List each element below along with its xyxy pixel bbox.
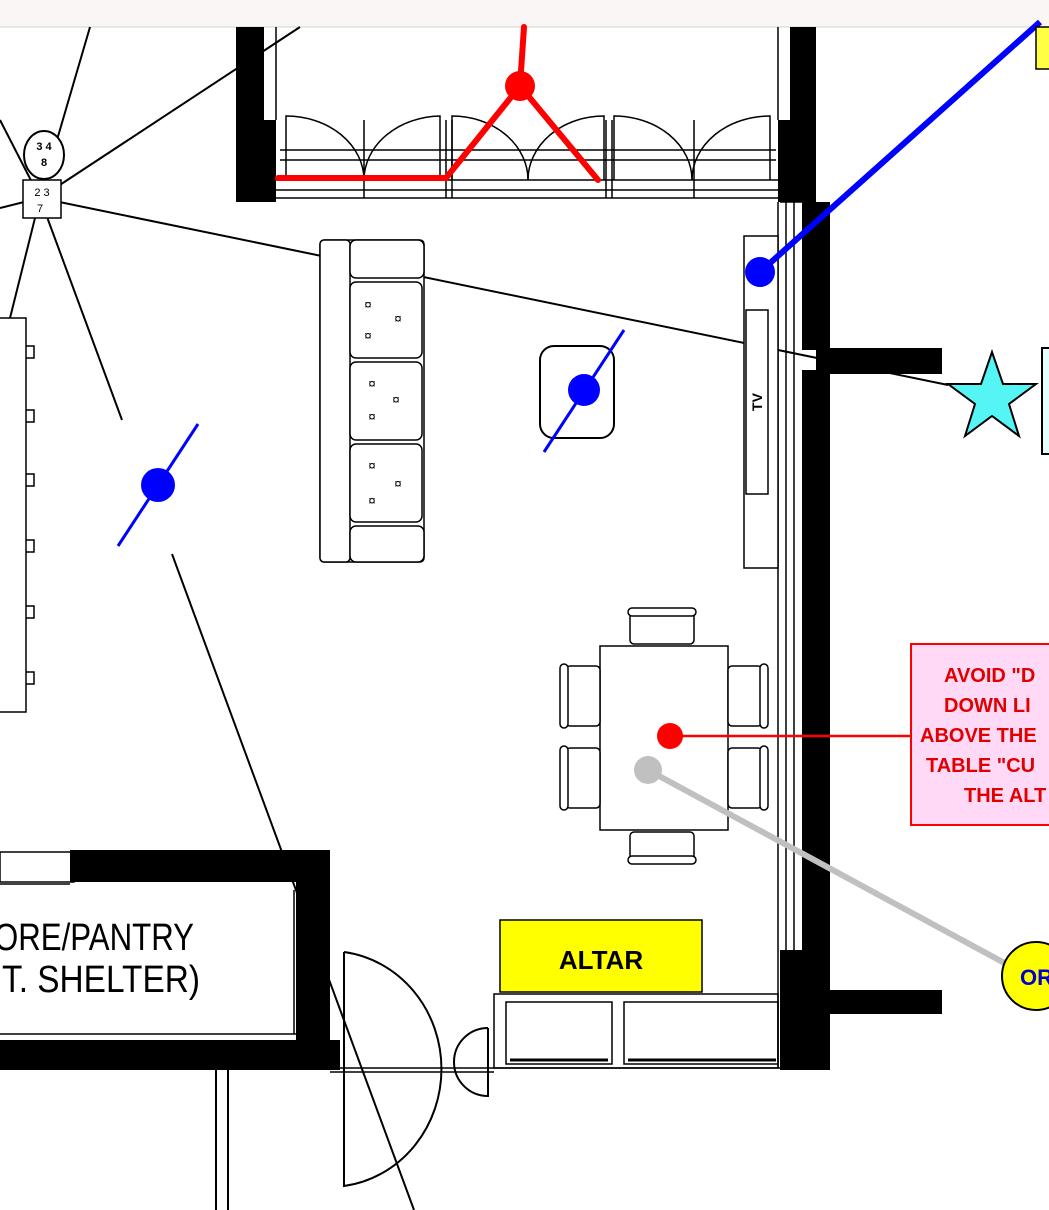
altar-label: ALTAR	[559, 945, 643, 975]
tv-label: TV	[749, 392, 765, 411]
switch-wiring	[0, 26, 949, 1210]
svg-text:¤: ¤	[364, 328, 371, 343]
switch-top-label-2: 8	[41, 157, 47, 169]
blue-tv-light	[745, 257, 775, 287]
tv-console	[743, 235, 779, 569]
note-line-2: DOWN LI	[944, 695, 1031, 717]
svg-text:¤: ¤	[392, 392, 399, 407]
callout-label: OR	[1020, 965, 1049, 990]
blue-left-light	[141, 468, 175, 502]
entrance-door	[215, 951, 489, 1210]
store-label-line2: T. SHELTER)	[2, 959, 200, 1001]
top-right-tag	[1035, 26, 1049, 70]
note-line-3: ABOVE THE	[920, 725, 1037, 747]
switch-bottom-label: 2 3	[34, 187, 49, 199]
callout-bubble	[1001, 941, 1049, 1011]
walls	[0, 27, 942, 1070]
altar-box	[499, 919, 703, 993]
note-line-4: TABLE "CU	[926, 755, 1035, 777]
store-label-line1: ORE/PANTRY	[0, 917, 194, 959]
sofa	[319, 239, 425, 563]
left-cabinet	[0, 317, 35, 713]
svg-text:¤: ¤	[364, 297, 371, 312]
sofa-tufts: ¤ ¤ ¤ ¤ ¤ ¤ ¤ ¤ ¤	[364, 297, 401, 508]
switch-top-label: 3 4	[36, 141, 52, 153]
store-room	[0, 851, 296, 1035]
dining-note-box	[910, 643, 1049, 826]
blue-feed-line	[758, 19, 1042, 275]
right-wall-lines	[777, 201, 802, 1068]
window-lines	[275, 27, 779, 199]
note-line-5: THE ALT	[964, 785, 1046, 807]
switch-icon: 3 4 8 2 3 7	[22, 130, 65, 219]
svg-text:¤: ¤	[368, 493, 375, 508]
svg-text:¤: ¤	[394, 311, 401, 326]
top-band	[0, 0, 1049, 27]
switch-bottom-label-2: 7	[37, 203, 43, 215]
note-line-1: AVOID "D	[944, 665, 1035, 687]
svg-text:¤: ¤	[368, 409, 375, 424]
red-pendant-dot	[505, 71, 535, 101]
altar-cabinet	[330, 993, 780, 1073]
right-edge-panel	[1041, 347, 1049, 455]
star-icon	[944, 348, 1040, 439]
svg-text:¤: ¤	[368, 376, 375, 391]
svg-text:¤: ¤	[368, 458, 375, 473]
grey-dining-light	[634, 756, 662, 784]
red-dining-light	[657, 723, 683, 749]
blue-side-light	[568, 374, 600, 406]
red-pendant-light	[275, 24, 601, 183]
svg-text:¤: ¤	[394, 476, 401, 491]
